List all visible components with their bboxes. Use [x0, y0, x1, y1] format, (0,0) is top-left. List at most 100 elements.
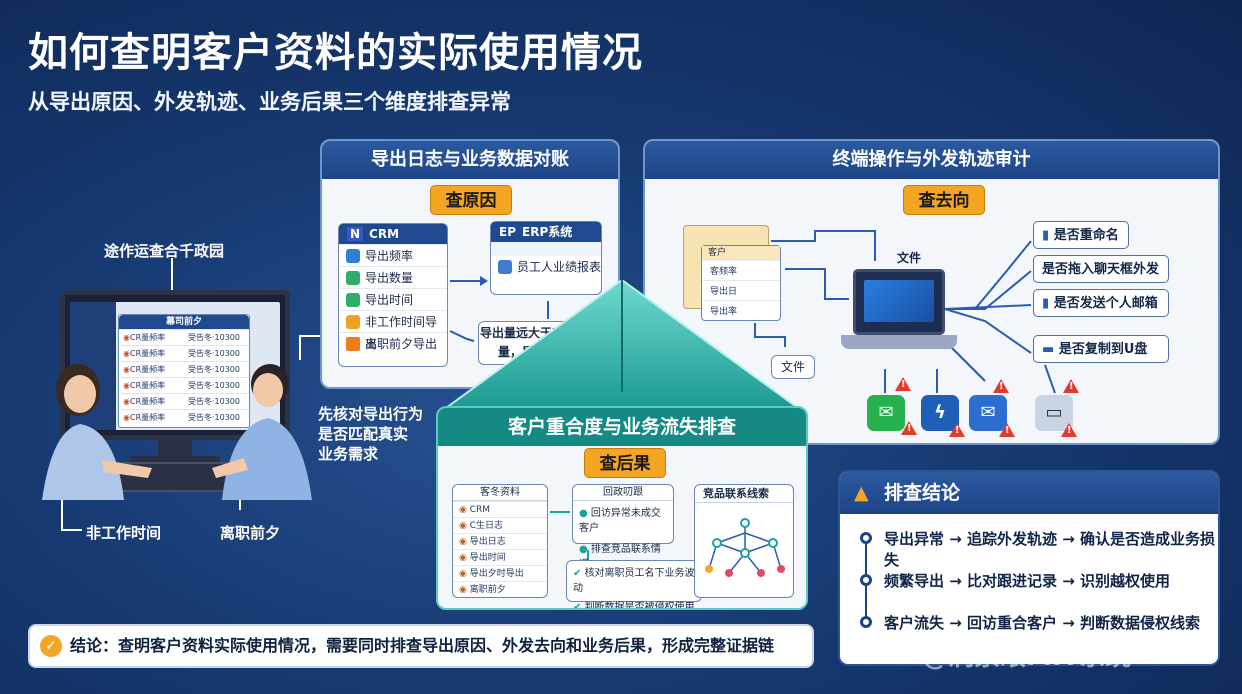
screen-window-title: 幕司前夕 — [119, 315, 249, 329]
customer-row: ◉ 导出时间 — [453, 549, 547, 565]
network-graph — [705, 518, 785, 577]
crm-logo-icon: N — [347, 227, 364, 241]
avatar-icon: ◉ — [459, 537, 470, 547]
customer-card: 客冬资料 ◉ CRM◉ C生日志◉ 导出日志◉ 导出时间◉ 导出夕时导出◉ 离职… — [452, 484, 548, 598]
caption-right: 先核对导出行为 是否匹配真实 业务需求 — [318, 405, 424, 463]
avatar-icon: ◉ — [459, 553, 470, 563]
warning-icon — [346, 337, 360, 351]
bullet-icon — [860, 616, 872, 628]
panel-overlap: 客户重合度与业务流失排查 查后果 客冬资料 ◉ CRM◉ C生日志◉ 导出日志◉… — [436, 406, 808, 610]
avatar-icon: ◉ — [123, 349, 130, 358]
doc-icon — [346, 315, 360, 329]
check-chat: 是否拖入聊天框外发 — [1033, 255, 1169, 283]
usb-icon: ▬ — [1042, 342, 1059, 357]
crm-item-count: 导出数量 — [339, 266, 447, 288]
sheet-icon — [346, 293, 360, 307]
tag-cause: 查原因 — [430, 185, 512, 215]
panel-terminal-title: 终端操作与外发轨迹审计 — [645, 141, 1218, 179]
competitor-graph-card: 竞品联系线索 — [694, 484, 794, 598]
sheet-icon — [346, 271, 360, 285]
screen-row: ◉ CR量频率受告冬·10300 — [119, 361, 249, 377]
mail-icon: ✉ — [969, 395, 1007, 431]
doc-icon: ▮ — [1042, 228, 1054, 243]
bullet-icon — [860, 574, 872, 586]
avatar-icon: ◉ — [459, 505, 470, 515]
customer-row: ◉ C生日志 — [453, 517, 547, 533]
tag-consequence: 查后果 — [584, 448, 666, 478]
crm-item-time: 导出时间 — [339, 288, 447, 310]
avatar-icon: ◉ — [459, 521, 470, 531]
laptop-base — [841, 335, 957, 349]
check-email: ▮ 是否发送个人邮箱 — [1033, 289, 1169, 317]
check-icon: ✔ — [573, 568, 585, 579]
revisit-card: 回政叨跟 ● 回访异常未成交客户 ● 排查竞品联系情况 — [572, 484, 674, 570]
panel-overlap-title: 客户重合度与业务流失排查 — [438, 408, 806, 446]
warning-icon — [999, 423, 1015, 437]
warning-icon — [993, 379, 1009, 393]
screen-row: ◉ CR量频率受告冬·10300 — [119, 393, 249, 409]
caption-top: 途作运查合千政园 — [104, 242, 225, 260]
wechat-icon: ✉ — [867, 395, 905, 431]
avatar-icon: ◉ — [123, 333, 130, 342]
avatar-icon: ◉ — [459, 585, 470, 595]
conclusion-item-3: 客户流失 → 回访重合客户 → 判断数据侵权线索 — [884, 614, 1201, 632]
dot-icon: ● — [579, 508, 591, 519]
warning-icon — [949, 423, 965, 437]
avatar-icon: ◉ — [123, 365, 130, 374]
screen-row: ◉ CR量频率受告冬·10300 — [119, 329, 249, 345]
laptop-screen — [853, 269, 945, 335]
screen-row: ◉ CR量频率受告冬·10300 — [119, 409, 249, 425]
avatar-icon: ◉ — [123, 381, 130, 390]
avatar-icon: ◉ — [123, 397, 130, 406]
warning-icon — [901, 421, 917, 435]
erp-item-report: 员工人业绩报表 — [491, 256, 601, 278]
label-offhours: 非工作时间 — [86, 524, 162, 542]
screen-row: ◉ CR量频率受告冬·10300 — [119, 345, 249, 361]
monitor: 幕司前夕 ◉ CR量频率受告冬·10300◉ CR量频率受告冬·10300◉ C… — [60, 290, 290, 470]
people-illustration — [42, 364, 312, 500]
overlap-checks: ✔ 核对离职员工名下业务波动 ✔ 判断数据是否被侵权使用 — [566, 560, 702, 608]
avatar-icon: ◉ — [459, 569, 470, 579]
crm-item-resign: 离职前夕导出 — [339, 332, 447, 354]
warning-icon — [895, 377, 911, 391]
conclusion-title: ▲ 排查结论 — [840, 472, 1218, 514]
customer-row: ◉ 导出日志 — [453, 533, 547, 549]
screen-window: 幕司前夕 ◉ CR量频率受告冬·10300◉ CR量频率受告冬·10300◉ C… — [118, 314, 250, 428]
page-subtitle: 从导出原因、外发轨迹、业务后果三个维度排查异常 — [28, 90, 511, 114]
tag-destination: 查去向 — [903, 185, 985, 215]
check-usb: ▬ 是否复制到U盘 — [1033, 335, 1169, 363]
conclusion-item-2: 频繁导出 → 比对跟进记录 → 识别越权使用 — [884, 572, 1171, 590]
panel-export-title: 导出日志与业务数据对账 — [322, 141, 618, 179]
file-label: 文件 — [897, 251, 922, 265]
label-resign: 离职前夕 — [220, 524, 281, 542]
doc-icon: ▮ — [1042, 296, 1054, 311]
warning-icon: ▲ — [854, 482, 869, 504]
page-title: 如何查明客户资料的实际使用情况 — [28, 30, 643, 76]
customer-row: ◉ 导出夕时导出 — [453, 565, 547, 581]
dot-icon: ● — [579, 544, 591, 555]
avatar-icon: ◉ — [123, 413, 130, 422]
check-rename: ▮ 是否重命名 — [1033, 221, 1129, 249]
crm-item-offhours: 非工作时间导出 — [339, 310, 447, 351]
check-icon — [346, 249, 360, 263]
customer-row: ◉ CRM — [453, 501, 547, 517]
table-icon — [498, 260, 512, 274]
bullet-icon — [860, 532, 872, 544]
file-tag: 文件 — [771, 355, 815, 379]
conclusion-panel: ▲ 排查结论 导出异常 → 追踪外发轨迹 → 确认是否造成业务损失 频繁导出 →… — [838, 470, 1220, 666]
folder-card: 客户 客频率 导出日 导出率 — [701, 245, 781, 321]
conclusion-item-1: 导出异常 → 追踪外发轨迹 → 确认是否造成业务损失 — [884, 530, 1216, 569]
watermark: @洞察眼MIT系统 — [922, 642, 1132, 672]
check-icon: ✔ — [573, 602, 585, 610]
check-circle-icon: ✓ — [40, 635, 62, 657]
crm-item-frequency: 导出频率 — [339, 244, 447, 266]
screen-row: ◉ CR量频率受告冬·10300 — [119, 377, 249, 393]
erp-logo-icon: EP — [499, 225, 516, 239]
warning-icon — [1061, 423, 1077, 437]
bottom-conclusion: ✓ 结论：查明客户资料实际使用情况，需要同时排查导出原因、外发去向和业务后果，形… — [28, 624, 814, 668]
warning-icon — [1063, 379, 1079, 393]
customer-row: ◉ 离职前夕 — [453, 581, 547, 597]
